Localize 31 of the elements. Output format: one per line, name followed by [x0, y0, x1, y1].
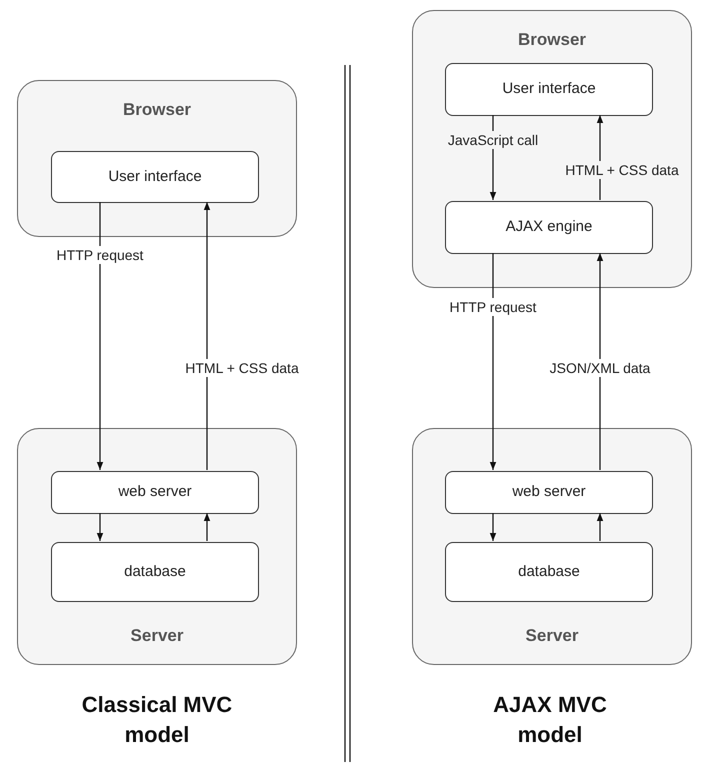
group-panel: [17, 80, 297, 237]
process-box: User interface: [51, 151, 259, 203]
edge-label: HTML + CSS data: [183, 359, 301, 377]
process-box: web server: [445, 471, 653, 514]
arrow: [596, 513, 604, 541]
arrow: [596, 253, 604, 470]
arrow: [96, 202, 104, 470]
arrow: [490, 513, 496, 541]
arrow: [490, 253, 496, 470]
model-caption: AJAX MVC model: [492, 691, 608, 749]
panel-heading: Server: [526, 624, 578, 646]
edge-label: JSON/XML data: [548, 359, 652, 377]
edge-label: JavaScript call: [446, 131, 540, 149]
process-box: User interface: [445, 63, 653, 116]
process-box: database: [445, 542, 653, 602]
arrow: [96, 513, 104, 541]
edge-label: HTML + CSS data: [563, 161, 681, 179]
group-panel: [412, 428, 692, 665]
model-caption: Classical MVC model: [80, 691, 234, 749]
edge-label: HTTP request: [54, 246, 146, 264]
process-box: web server: [51, 471, 259, 514]
panel-heading: Server: [130, 624, 184, 646]
process-box: AJAX engine: [445, 201, 653, 254]
arrow: [204, 202, 210, 470]
process-box: database: [51, 542, 259, 602]
group-panel: [412, 10, 692, 288]
panel-heading: Browser: [518, 29, 586, 51]
panel-heading: Browser: [122, 99, 192, 121]
arrow: [204, 513, 210, 541]
group-panel: [17, 428, 297, 665]
edge-label: HTTP request: [448, 298, 538, 316]
